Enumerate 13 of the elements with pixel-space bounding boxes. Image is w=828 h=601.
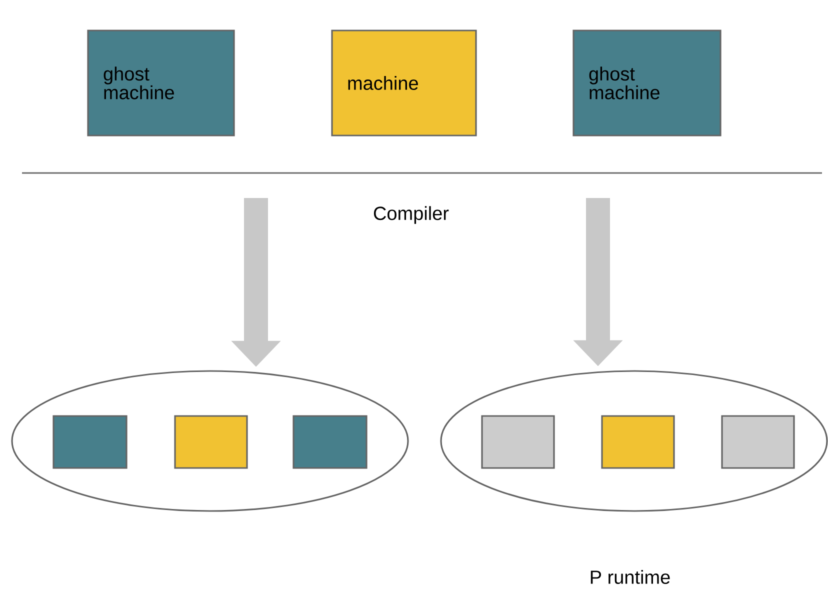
small-box — [481, 415, 555, 469]
machine-box: ghost machine — [572, 30, 722, 136]
small-box — [174, 415, 248, 469]
node-label: P runtime — [590, 570, 670, 584]
small-box — [52, 415, 128, 469]
machine-box: ghost machine — [87, 30, 235, 136]
small-box — [601, 415, 675, 469]
machine-box: machine — [331, 30, 477, 136]
small-box — [721, 415, 795, 469]
ellipse — [440, 370, 828, 512]
ellipse — [11, 370, 409, 512]
label: Compiler — [374, 206, 449, 224]
small-box — [292, 415, 368, 469]
